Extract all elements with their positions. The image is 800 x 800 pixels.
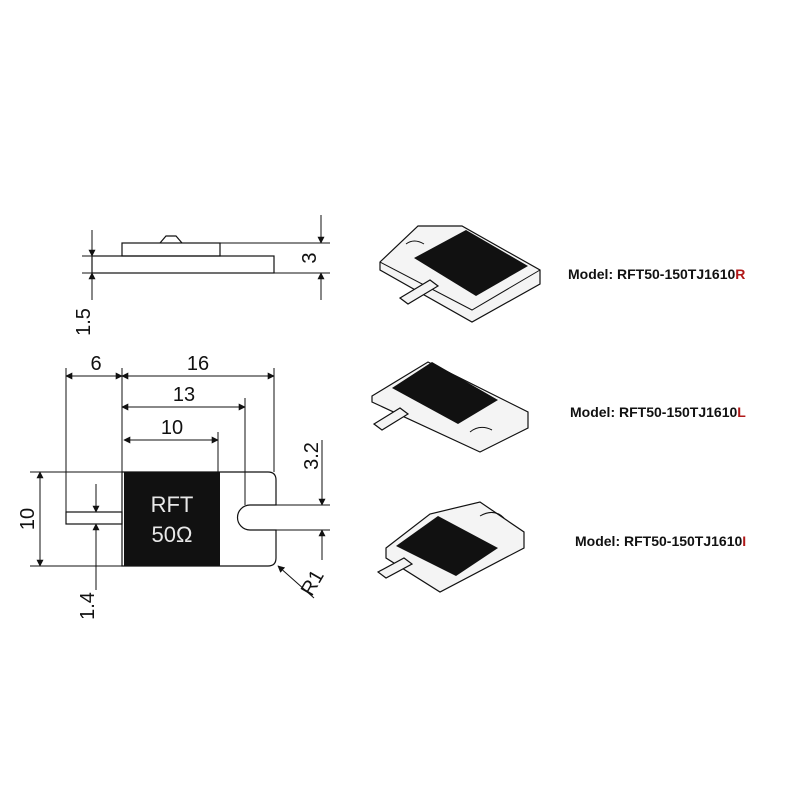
component-3d-r	[379, 225, 541, 323]
component-3d-i-chip	[396, 516, 498, 576]
side-view: 3 1.5	[73, 215, 330, 336]
component-3d-i-lead	[376, 557, 414, 579]
dim-label-lead-width: 1.4	[77, 592, 99, 620]
dim-label-total-length: 16	[187, 353, 209, 375]
dim-label-tab-thickness: 1.5	[73, 308, 95, 336]
dim-label-radius: R1	[297, 566, 329, 599]
model-label-r: Model: RFT50-150TJ1610R	[568, 266, 745, 282]
component-3d-l-notch	[469, 426, 493, 433]
dim-label-body-width: 10	[17, 508, 39, 530]
component-3d-r-lead	[398, 279, 440, 305]
component-3d-r-notch	[405, 240, 425, 245]
resistor-chip	[124, 472, 220, 566]
top-view-left-lead	[65, 511, 123, 525]
component-3d-i-notch	[479, 512, 505, 519]
model-label-i: Model: RFT50-150TJ1610I	[575, 533, 746, 549]
dim-label-tab-gap: 3.2	[301, 442, 323, 470]
component-3d-r-edge	[379, 261, 541, 311]
component-3d-l-lead	[372, 407, 410, 431]
dim-label-height-top: 3	[299, 252, 321, 263]
dim-label-chip-length: 10	[161, 417, 183, 439]
component-3d-l	[371, 361, 529, 453]
top-view: RFT 50Ω 6 16 13 10 3.2 10	[17, 353, 330, 620]
chip-label-line2: 50Ω	[152, 522, 193, 547]
dim-label-mid-length: 13	[173, 384, 195, 406]
top-view-body-outline	[121, 471, 277, 567]
dim-arrow-radius	[277, 565, 315, 599]
component-3d-i	[376, 501, 525, 593]
dim-label-left-offset: 6	[90, 353, 101, 375]
model-label-l: Model: RFT50-150TJ1610L	[570, 404, 746, 420]
side-view-body	[121, 242, 221, 257]
component-3d-l-chip	[392, 362, 498, 424]
side-view-base	[91, 255, 275, 274]
side-view-bump	[159, 235, 183, 244]
chip-label-line1: RFT	[151, 492, 194, 517]
component-3d-r-chip	[414, 230, 528, 296]
